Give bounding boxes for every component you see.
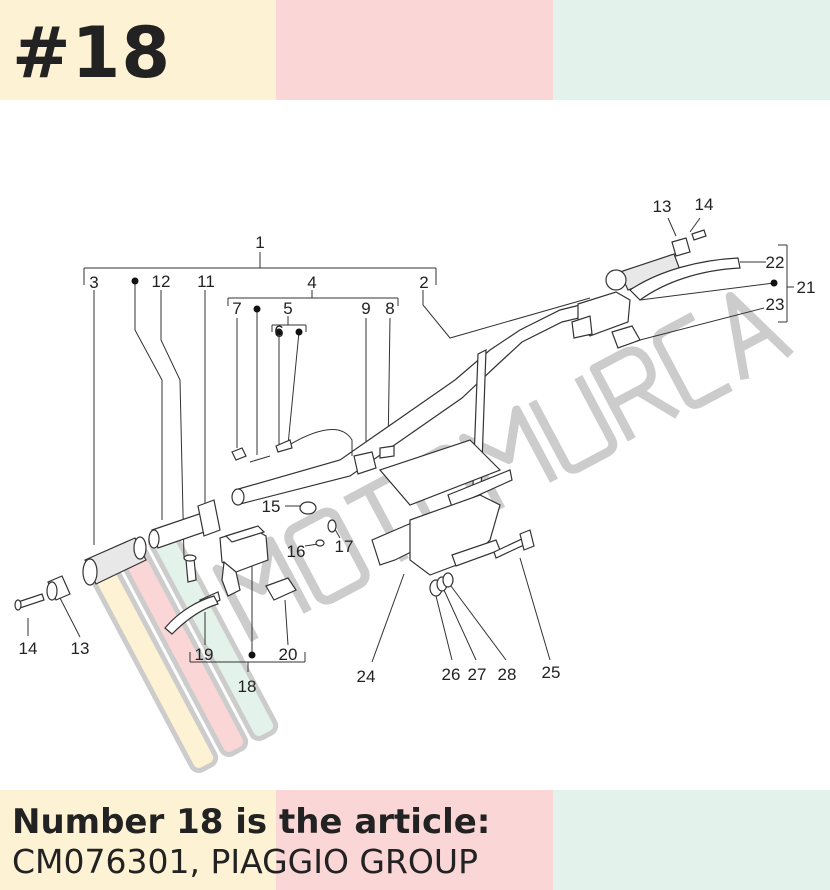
- callout-28: 28: [498, 665, 517, 684]
- callout-13-right: 13: [653, 197, 672, 216]
- group-bracket-18: [189, 652, 306, 672]
- footer-band-pink: [276, 790, 553, 890]
- article-heading: Number 18 is the article:: [12, 802, 491, 842]
- callout-25: 25: [542, 663, 561, 682]
- bolt-and-washers: [429, 529, 535, 597]
- callout-15: 15: [262, 497, 281, 516]
- callout-1: 1: [255, 233, 264, 252]
- part-number-badge: #18: [12, 12, 172, 94]
- dot-marker: [275, 328, 283, 336]
- group-bracket-4: [227, 290, 399, 306]
- callout-14-left: 14: [19, 639, 38, 658]
- group-bracket-1: [83, 252, 437, 285]
- callout-9: 9: [361, 299, 370, 318]
- header-band-yellow: [0, 0, 276, 100]
- dot-marker: [131, 277, 139, 285]
- header-band-mint: [553, 0, 830, 100]
- callout-23: 23: [766, 295, 785, 314]
- callout-17: 17: [335, 537, 354, 556]
- callout-20: 20: [279, 645, 298, 664]
- callout-26: 26: [442, 665, 461, 684]
- dot-marker: [770, 279, 778, 287]
- callout-5: 5: [283, 299, 292, 318]
- group-bracket-21: [778, 244, 794, 323]
- header-band: [0, 0, 830, 100]
- callout-7: 7: [232, 299, 241, 318]
- callout-6: 6: [274, 322, 283, 341]
- callout-8: 8: [385, 299, 394, 318]
- right-grip-assembly: [571, 229, 741, 349]
- article-code: CM076301, PIAGGIO GROUP: [12, 842, 478, 881]
- exploded-parts-diagram: 1 2 3 4 5 6 7 8 9 11 12 13 13 14 14 15 1…: [14, 195, 816, 773]
- callout-27: 27: [468, 665, 487, 684]
- callout-21: 21: [797, 278, 816, 297]
- callout-16: 16: [287, 542, 306, 561]
- callout-13-left: 13: [71, 639, 90, 658]
- callout-24: 24: [357, 667, 376, 686]
- handlebar-frame: [231, 299, 605, 576]
- throttle-cable-parts: [231, 429, 395, 547]
- leader-lines: [27, 217, 775, 663]
- callout-2: 2: [419, 273, 428, 292]
- callout-4: 4: [307, 273, 316, 292]
- footer-band: [0, 790, 830, 890]
- callout-19: 19: [195, 645, 214, 664]
- dot-marker: [248, 651, 256, 659]
- header-band-pink: [276, 0, 553, 100]
- footer-band-yellow: [0, 790, 276, 890]
- callout-22: 22: [766, 253, 785, 272]
- group-bracket-5: [271, 316, 307, 332]
- callout-18: 18: [238, 677, 257, 696]
- dot-marker: [253, 305, 261, 313]
- footer-band-mint: [553, 790, 830, 890]
- callout-14-right: 14: [695, 195, 714, 214]
- callout-3: 3: [89, 273, 98, 292]
- brake-pump-assembly: [164, 525, 297, 635]
- left-grip-assembly: [14, 499, 221, 611]
- dot-marker: [295, 328, 303, 336]
- callout-12: 12: [152, 272, 171, 291]
- callout-11: 11: [197, 272, 215, 291]
